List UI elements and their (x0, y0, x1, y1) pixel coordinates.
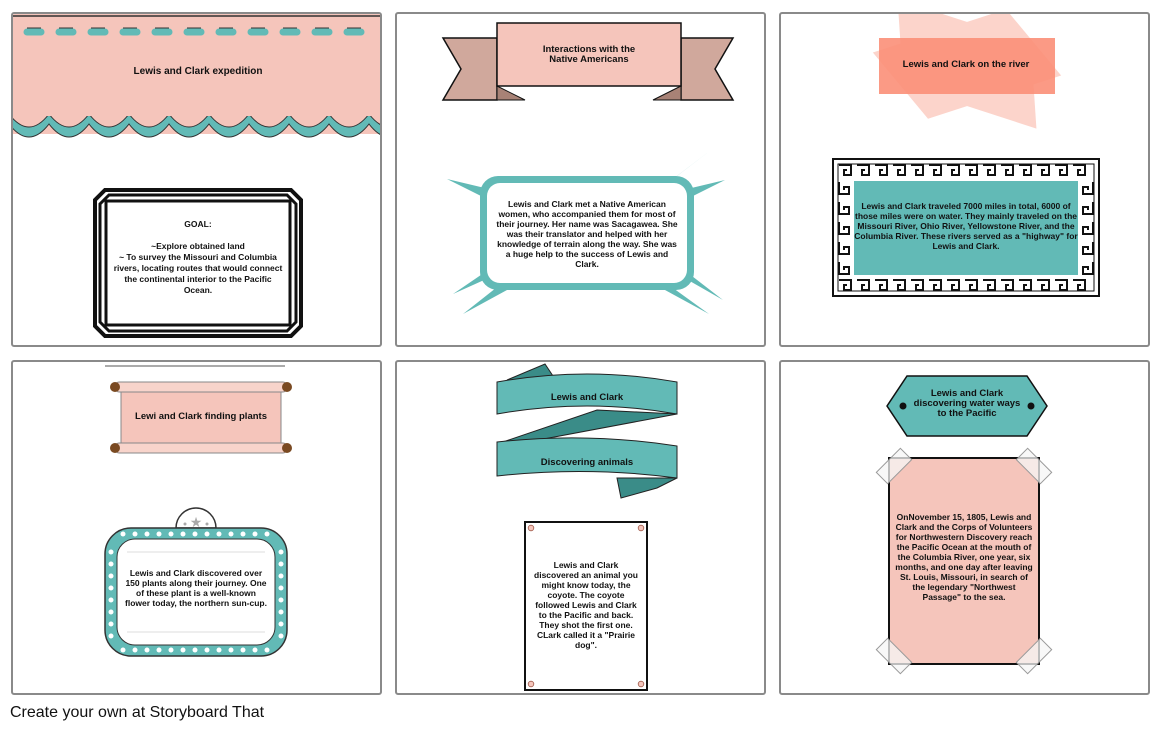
panel-body: OnNovember 15, 1805, Lewis and Clark and… (895, 512, 1033, 602)
ribbon-title-top: Lewis and Clark (550, 392, 624, 403)
panel-2: Interactions with the Native Americans L… (395, 12, 766, 347)
twisted-ribbon-banner-shape (496, 363, 678, 691)
footer-credit[interactable]: Create your own at Storyboard That (10, 704, 265, 721)
greek-key-frame-shape (832, 158, 1100, 297)
panel-body: Lewis and Clark discovered over 150 plan… (125, 568, 267, 608)
goal-line-1: ~Explore obtained land (151, 241, 245, 251)
panel-title: Lewi and Clark finding plants (135, 411, 267, 422)
panel-3: Lewis and Clark on the river Lewis and C… (779, 12, 1150, 347)
crossed-tape-banner-shape (832, 14, 1100, 297)
panel-body: Lewis and Clark discovered an animal you… (534, 560, 638, 650)
frame-shape (93, 188, 303, 338)
panel-5: Lewis and Clark Discovering animals Lewi… (395, 360, 766, 695)
panel-1: Lewis and Clark expedition GOAL: ~Explor… (11, 12, 382, 347)
ribbon-title-bottom: Discovering animals (540, 457, 634, 468)
panel-body: Lewis and Clark traveled 7000 miles in t… (854, 201, 1078, 251)
goal-line-2: ~ To survey the Missouri and Columbia ri… (113, 252, 283, 295)
panel-title: Lewis and Clark on the river (902, 59, 1030, 70)
panel-title: Lewis and Clark expedition (133, 66, 263, 77)
ribbon-banner-shape (441, 22, 735, 314)
marquee-sign-shape: ★ (104, 507, 288, 657)
panel-title: Lewis and Clark discovering water ways t… (913, 388, 1021, 419)
scroll-banner-shape: ★ (104, 365, 292, 657)
svg-text:★: ★ (190, 515, 203, 531)
panel-6: Lewis and Clark discovering water ways t… (779, 360, 1150, 695)
goal-text: GOAL: ~Explore obtained land ~ To survey… (113, 219, 283, 296)
hexagon-banner-shape (875, 375, 1053, 675)
panel-body: Lewis and Clark met a Native American wo… (496, 199, 678, 269)
awning-banner-shape (13, 14, 380, 338)
goal-heading: GOAL: (184, 219, 212, 229)
panel-title: Interactions with the Native Americans (542, 44, 636, 65)
panel-4: ★ (11, 360, 382, 695)
